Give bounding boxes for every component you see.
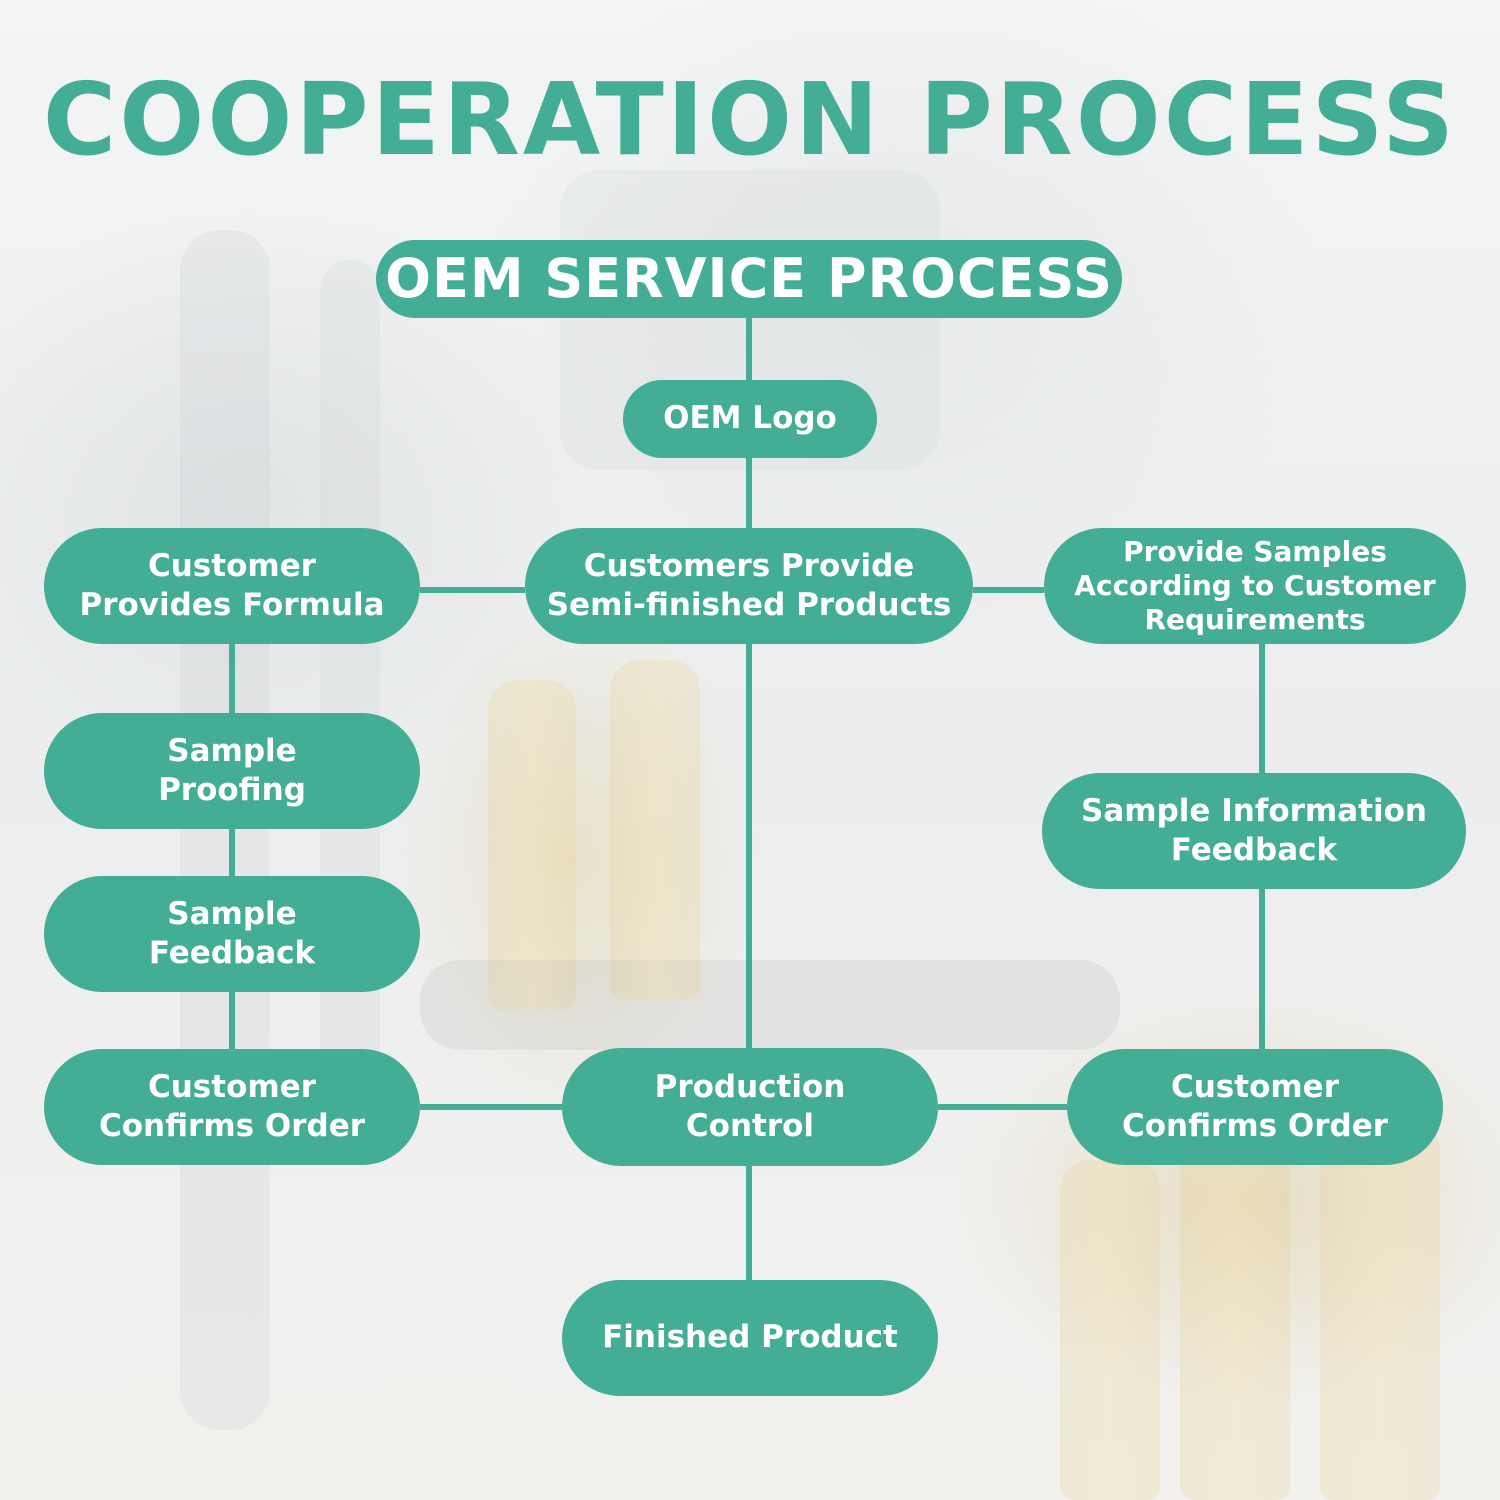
customer-provides-formula-node: Customer Provides Formula (44, 528, 420, 644)
background-bottle (488, 680, 576, 1010)
oem-logo-label: OEM Logo (663, 400, 837, 437)
provide-samples-node: Provide Samples According to Customer Re… (1044, 528, 1466, 644)
customers-provide-semi-finished-label: Customers Provide Semi-finished Products (546, 547, 952, 623)
customer-confirms-order-left-node: Customer Confirms Order (44, 1049, 420, 1165)
background-bottle (1320, 1120, 1440, 1500)
header-node: OEM SERVICE PROCESS (376, 240, 1122, 318)
sample-proofing-node: Sample Proofing (44, 713, 420, 829)
customer-confirms-order-left-label: Customer Confirms Order (98, 1068, 366, 1144)
sample-information-feedback-label: Sample Information Feedback (1081, 792, 1427, 868)
background-bottle (1060, 1160, 1160, 1500)
background-machine-column (180, 230, 270, 1430)
background-machine-column (320, 260, 380, 1160)
customer-provides-formula-label: Customer Provides Formula (79, 547, 385, 623)
production-control-label: Production Control (654, 1068, 846, 1144)
background-bottle (1180, 1130, 1290, 1500)
sample-information-feedback-node: Sample Information Feedback (1042, 773, 1466, 889)
finished-product-label: Finished Product (602, 1319, 898, 1356)
sample-feedback-label: Sample Feedback (148, 895, 316, 971)
sample-proofing-label: Sample Proofing (158, 732, 306, 808)
page-title: COOPERATION PROCESS (42, 61, 1458, 178)
header-label: OEM SERVICE PROCESS (385, 246, 1113, 310)
provide-samples-label: Provide Samples According to Customer Re… (1074, 534, 1436, 637)
background-conveyor (420, 960, 1120, 1050)
oem-logo-node: OEM Logo (623, 380, 877, 458)
production-control-node: Production Control (562, 1048, 938, 1166)
customer-confirms-order-right-node: Customer Confirms Order (1067, 1049, 1443, 1165)
finished-product-node: Finished Product (562, 1280, 938, 1396)
customer-confirms-order-right-label: Customer Confirms Order (1121, 1068, 1389, 1144)
sample-feedback-node: Sample Feedback (44, 876, 420, 992)
background-bottle (610, 660, 700, 1000)
customers-provide-semi-finished-node: Customers Provide Semi-finished Products (525, 528, 973, 644)
